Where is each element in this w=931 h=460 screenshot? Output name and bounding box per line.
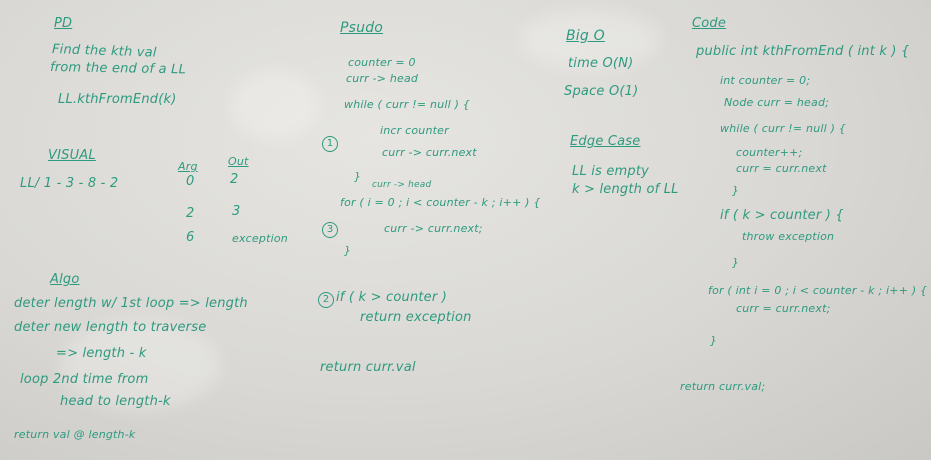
code-line: curr = curr.next xyxy=(736,162,827,175)
out-header: Out xyxy=(228,155,249,168)
board-smudge xyxy=(60,320,220,410)
psudo-line: return exception xyxy=(360,310,472,325)
code-line: int counter = 0; xyxy=(720,74,811,87)
code-line: for ( int i = 0 ; i < counter - k ; i++ … xyxy=(708,284,928,297)
edge-line: k > length of LL xyxy=(572,182,679,197)
code-line: throw exception xyxy=(742,230,835,243)
psudo-line: incr counter xyxy=(380,124,449,137)
edge-line: LL is empty xyxy=(572,164,650,179)
algo-line: return val @ length-k xyxy=(14,428,136,441)
psudo-line: curr -> curr.next; xyxy=(384,222,483,235)
code-line: Node curr = head; xyxy=(724,96,830,109)
code-line: counter++; xyxy=(736,146,803,159)
algo-line: head to length-k xyxy=(60,394,171,409)
bigo-space: Space O(1) xyxy=(564,84,639,99)
psudo-line: while ( curr != null ) { xyxy=(344,98,470,111)
code-line: return curr.val; xyxy=(680,380,766,393)
code-line: while ( curr != null ) { xyxy=(720,122,846,135)
arg-value: 6 xyxy=(186,230,195,245)
arg-header: Arg xyxy=(178,160,198,173)
algo-heading: Algo xyxy=(50,272,80,287)
code-heading: Code xyxy=(692,16,727,31)
psudo-line: curr -> head xyxy=(346,72,419,85)
psudo-line: return curr.val xyxy=(320,360,416,375)
psudo-line: if ( k > counter ) xyxy=(336,290,448,305)
step-mark: 2 xyxy=(318,292,334,308)
pd-method: LL.kthFromEnd(k) xyxy=(58,92,177,107)
code-line: public int kthFromEnd ( int k ) { xyxy=(696,44,910,59)
bigo-time: time O(N) xyxy=(568,56,634,71)
out-value: 3 xyxy=(232,204,241,219)
psudo-line: for ( i = 0 ; i < counter - k ; i++ ) { xyxy=(340,196,541,209)
code-line: if ( k > counter ) { xyxy=(720,208,844,223)
board-smudge xyxy=(230,70,320,140)
bigo-heading: Big O xyxy=(566,28,605,44)
step-mark: 1 xyxy=(322,136,338,152)
psudo-heading: Psudo xyxy=(340,20,384,36)
psudo-line: curr -> curr.next xyxy=(382,146,477,159)
out-value: 2 xyxy=(230,172,239,187)
visual-list: LL/ 1 - 3 - 8 - 2 xyxy=(20,176,119,191)
code-line: } xyxy=(732,256,740,269)
algo-line: deter new length to traverse xyxy=(14,320,207,335)
edge-heading: Edge Case xyxy=(570,134,641,149)
visual-heading: VISUAL xyxy=(48,148,96,163)
pd-line: Find the kth val xyxy=(51,42,157,61)
step-mark: 3 xyxy=(322,222,338,238)
code-line: curr = curr.next; xyxy=(736,302,831,315)
arg-value: 2 xyxy=(186,206,195,221)
pd-heading: PD xyxy=(54,16,73,31)
psudo-line: } xyxy=(354,170,362,183)
code-line: } xyxy=(732,184,740,197)
algo-line: loop 2nd time from xyxy=(20,372,149,387)
psudo-line: } xyxy=(344,244,352,257)
board-smudge xyxy=(520,10,660,70)
psudo-line: counter = 0 xyxy=(348,56,416,69)
code-line: } xyxy=(710,334,718,347)
psudo-line: curr -> head xyxy=(372,180,432,190)
out-value: exception xyxy=(232,232,288,245)
algo-line: => length - k xyxy=(56,346,147,361)
pd-line: from the end of a LL xyxy=(49,60,187,78)
arg-value: 0 xyxy=(186,174,195,189)
algo-line: deter length w/ 1st loop => length xyxy=(14,296,248,311)
